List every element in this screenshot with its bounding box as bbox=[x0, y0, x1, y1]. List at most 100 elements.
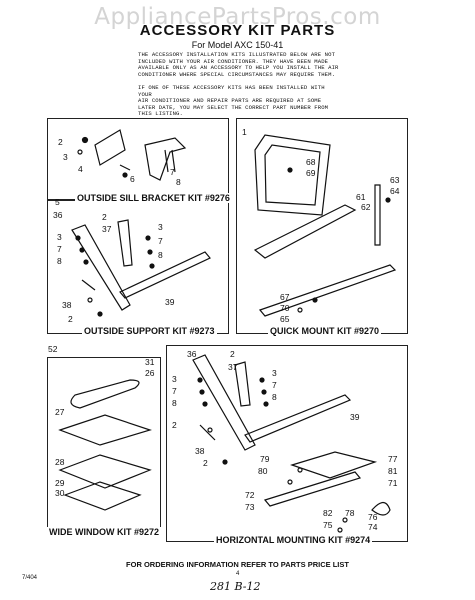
callout: 29 bbox=[55, 478, 65, 488]
callout: 5 bbox=[55, 197, 60, 207]
callout: 38 bbox=[62, 300, 72, 310]
callouts-wide: 31 26 27 28 29 30 bbox=[55, 357, 155, 498]
page-number: 4 bbox=[236, 571, 240, 577]
callout: 76 bbox=[368, 512, 378, 522]
callout: 28 bbox=[55, 457, 65, 467]
callout: 7 bbox=[172, 386, 177, 396]
callout: 1 bbox=[242, 127, 247, 137]
callouts-support: 36 2 37 3 7 8 3 7 8 38 39 2 bbox=[53, 210, 175, 324]
h-support-arm bbox=[192, 354, 256, 451]
callout: 36 bbox=[187, 349, 197, 359]
ordering-footer: FOR ORDERING INFORMATION REFER TO PARTS … bbox=[126, 560, 349, 569]
callout: 39 bbox=[165, 297, 175, 307]
callout: 61 bbox=[356, 192, 366, 202]
para-line: IF ONE OF THESE ACCESSORY KITS HAS BEEN … bbox=[138, 84, 325, 98]
doc-code: 7/404 bbox=[22, 575, 38, 581]
callout: 2 bbox=[203, 458, 208, 468]
callout: 72 bbox=[245, 490, 255, 500]
callout: 26 bbox=[145, 368, 155, 378]
callout: 69 bbox=[306, 168, 316, 178]
callout: 3 bbox=[158, 222, 163, 232]
callouts-sill: 2 3 4 5 6 7 8 bbox=[55, 137, 181, 207]
callout: 67 bbox=[280, 292, 290, 302]
support-rail bbox=[119, 251, 211, 299]
callout: 70 bbox=[280, 303, 290, 313]
kit-label-sill: OUTSIDE SILL BRACKET KIT #9276 bbox=[75, 193, 232, 203]
callout: 3 bbox=[172, 374, 177, 384]
callout: 38 bbox=[195, 446, 205, 456]
callout: 8 bbox=[57, 256, 62, 266]
callout: 71 bbox=[388, 478, 398, 488]
callout: 37 bbox=[228, 362, 238, 372]
para-line: AIR CONDITIONER AND REPAIR PARTS ARE REQ… bbox=[138, 97, 322, 105]
para-line: AVAILABLE ONLY AS AN ACCESSORY TO HELP Y… bbox=[138, 64, 339, 72]
kit-label-quick: QUICK MOUNT KIT #9270 bbox=[268, 326, 382, 336]
bracket-leg bbox=[164, 149, 176, 173]
callout: 62 bbox=[361, 202, 371, 212]
kit-label-horizontal: HORIZONTAL MOUNTING KIT #9274 bbox=[214, 535, 373, 545]
side-channel bbox=[374, 184, 381, 246]
callout: 8 bbox=[272, 392, 277, 402]
callouts-horizontal: 36 2 37 3 7 8 3 7 8 2 38 2 39 79 80 77 8… bbox=[172, 349, 398, 532]
callout: 80 bbox=[258, 466, 268, 476]
para-line: THIS LISTING. bbox=[138, 110, 183, 118]
callout: 3 bbox=[57, 232, 62, 242]
callout: 6 bbox=[130, 174, 135, 184]
frame-inner bbox=[264, 144, 321, 206]
callout: 73 bbox=[245, 502, 255, 512]
callout: 3 bbox=[63, 152, 68, 162]
callout: 7 bbox=[272, 380, 277, 390]
filler-panel bbox=[253, 204, 357, 259]
callout: 2 bbox=[58, 137, 63, 147]
callout: 79 bbox=[260, 454, 270, 464]
callout: 68 bbox=[306, 157, 316, 167]
para-line: INCLUDED WITH YOUR AIR CONDITIONER. THEY… bbox=[138, 57, 329, 65]
h-base-panel bbox=[290, 451, 378, 479]
callout: 74 bbox=[368, 522, 378, 532]
para-line: LATER DATE, YOU MAY SELECT THE CORRECT P… bbox=[138, 103, 329, 111]
top-callout-52: 52 bbox=[48, 344, 58, 354]
callout: 2 bbox=[102, 212, 107, 222]
intro-paragraph: THE ACCESSORY INSTALLATION KITS ILLUSTRA… bbox=[138, 51, 340, 78]
callout: 27 bbox=[55, 407, 65, 417]
callout: 2 bbox=[172, 420, 177, 430]
foam-panel-bottom bbox=[58, 454, 152, 489]
page-title: ACCESSORY KIT PARTS bbox=[139, 22, 336, 39]
callout: 65 bbox=[280, 314, 290, 324]
screw bbox=[81, 136, 89, 144]
callout: 37 bbox=[102, 224, 112, 234]
bottom-rail bbox=[258, 264, 397, 317]
sill-bracket bbox=[144, 137, 187, 181]
callout: 8 bbox=[172, 398, 177, 408]
callout: 8 bbox=[158, 250, 163, 260]
callout: 7 bbox=[158, 236, 163, 246]
h-support-brace bbox=[234, 361, 251, 407]
para-line: CONDITIONER WHERE SPECIAL CIRCUMSTANCES … bbox=[138, 70, 336, 78]
callout: 39 bbox=[350, 412, 360, 422]
callout: 75 bbox=[323, 520, 333, 530]
window-frame bbox=[254, 134, 331, 216]
screw bbox=[122, 172, 128, 178]
kit-label-support: OUTSIDE SUPPORT KIT #9273 bbox=[82, 326, 217, 336]
callout: 64 bbox=[390, 186, 400, 196]
callout: 8 bbox=[176, 177, 181, 187]
callout: 2 bbox=[68, 314, 73, 324]
handwritten-note: 281 B-12 bbox=[210, 580, 261, 593]
callout: 2 bbox=[230, 349, 235, 359]
sill-cover-plate bbox=[94, 129, 126, 166]
h-bottom-strip bbox=[263, 471, 362, 507]
callout: 7 bbox=[57, 244, 62, 254]
wide-bracket bbox=[63, 481, 142, 511]
watermark: AppliancePartsPros.com bbox=[94, 4, 381, 30]
callout: 36 bbox=[53, 210, 63, 220]
callout: 31 bbox=[145, 357, 155, 367]
repair-paragraph: IF ONE OF THESE ACCESSORY KITS HAS BEEN … bbox=[138, 84, 340, 118]
callout: 4 bbox=[78, 164, 83, 174]
para-line: THE ACCESSORY INSTALLATION KITS ILLUSTRA… bbox=[138, 51, 336, 58]
support-brace bbox=[117, 219, 133, 267]
gasket-strip bbox=[70, 379, 140, 409]
callout: 78 bbox=[345, 508, 355, 518]
kit-label-wide: WIDE WINDOW KIT #9272 bbox=[47, 527, 162, 537]
callout: 30 bbox=[55, 488, 65, 498]
